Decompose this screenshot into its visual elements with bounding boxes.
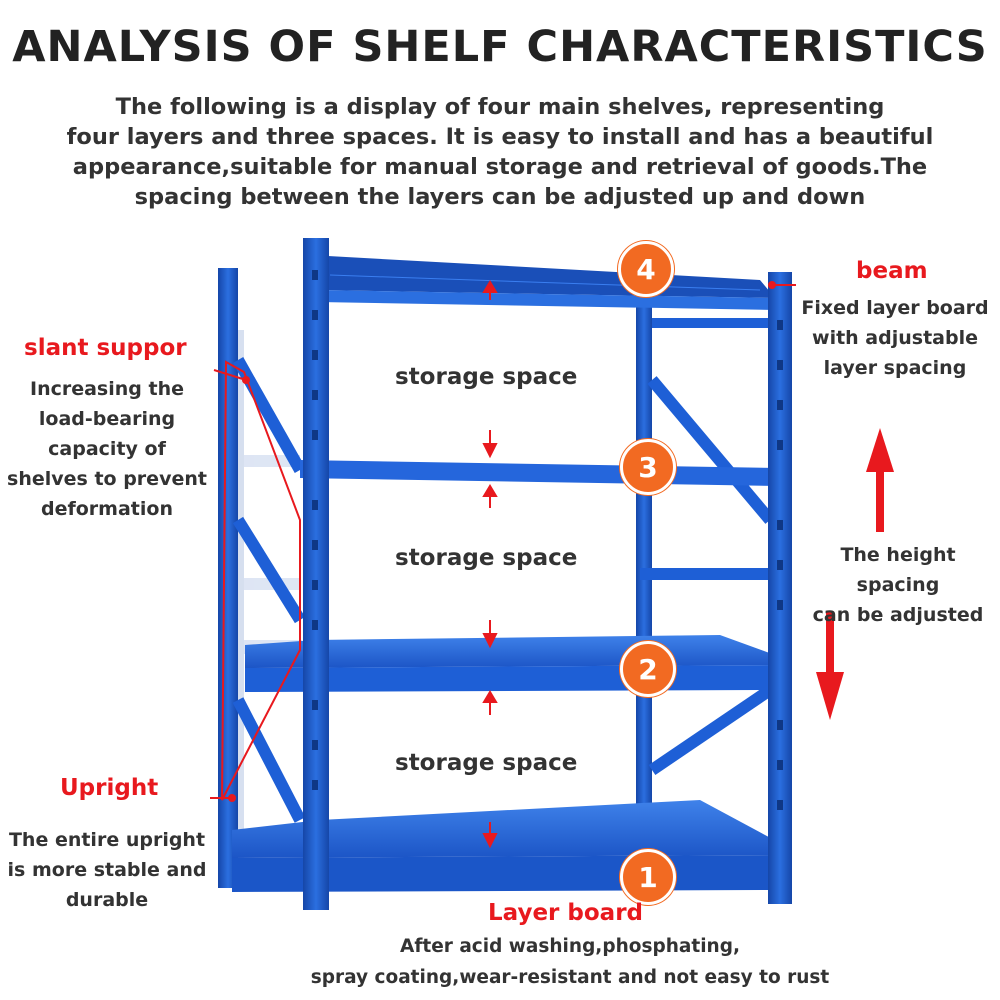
slant-line: load-bearing: [38, 408, 176, 430]
slant-highlight-outline: [221, 360, 301, 801]
intro-line: spacing between the layers can be adjust…: [134, 184, 866, 210]
beam-line: with adjustable: [812, 327, 978, 349]
layer-board-title: Layer board: [488, 900, 644, 926]
storage-space-label: storage space: [395, 545, 578, 571]
slant-line: capacity of: [48, 438, 166, 460]
height-line: The height spacing: [840, 544, 956, 596]
intro-line: appearance,suitable for manual storage a…: [72, 154, 928, 180]
layer-board-3: [300, 460, 780, 486]
beam-line: Fixed layer board: [801, 297, 989, 319]
beam-title: beam: [856, 258, 928, 284]
upright-title: Upright: [60, 775, 159, 801]
intro-line: The following is a display of four main …: [115, 94, 885, 120]
spacing-arrows: [482, 280, 498, 849]
layer-board-line: spray coating,wear-resistant and not eas…: [310, 967, 830, 988]
upright-line: is more stable and: [7, 859, 207, 881]
slant-leader-line: [213, 369, 247, 381]
slant-line: shelves to prevent: [7, 468, 207, 490]
slant-support-title: slant suppor: [24, 335, 187, 361]
layer-badge-3: 3: [620, 439, 676, 495]
slant-support-description: Increasing the load-bearing capacity of …: [4, 374, 210, 524]
right-upright: [768, 272, 792, 904]
slant-line: deformation: [41, 498, 173, 520]
upright-line: durable: [65, 889, 149, 911]
layer-badge-1: 1: [620, 849, 676, 905]
height-line: can be adjusted: [812, 604, 984, 626]
layer-board-description: After acid washing,phosphating, spray co…: [270, 931, 870, 993]
upright-line: The entire upright: [8, 829, 206, 851]
layer-badge-4: 4: [618, 241, 674, 297]
layer-board-4: [310, 255, 775, 310]
slant-line: Increasing the: [30, 378, 184, 400]
beam-description: Fixed layer board with adjustable layer …: [795, 293, 995, 383]
page-title: ANALYSIS OF SHELF CHARACTERISTICS: [12, 22, 988, 72]
front-upright: [303, 238, 329, 910]
height-adjust-arrows: [816, 428, 894, 720]
upright-description: The entire upright is more stable and du…: [4, 825, 210, 915]
height-spacing-description: The height spacing can be adjusted: [796, 540, 1000, 630]
rear-structure: [636, 300, 775, 860]
intro-line: four layers and three spaces. It is easy…: [66, 124, 934, 150]
layer-badge-2: 2: [620, 641, 676, 697]
storage-space-label: storage space: [395, 750, 578, 776]
layer-board-line: After acid washing,phosphating,: [400, 936, 740, 957]
beam-line: layer spacing: [823, 357, 967, 379]
intro-text: The following is a display of four main …: [30, 92, 970, 212]
storage-space-label: storage space: [395, 364, 578, 390]
